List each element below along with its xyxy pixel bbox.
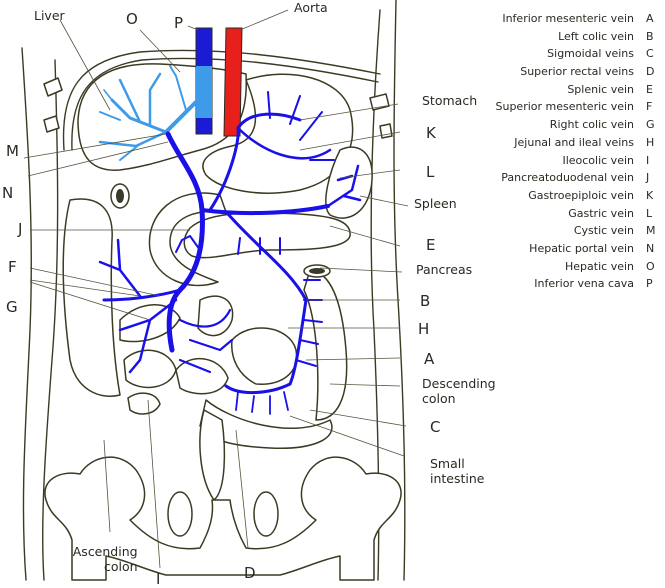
- letter-label-A: A: [424, 350, 435, 368]
- legend-letter-key: D: [646, 65, 655, 79]
- label-ascending-colon: Ascending colon: [72, 544, 138, 574]
- legend: Inferior mesenteric vein A Left colic vein…: [476, 12, 662, 295]
- pelvis: [44, 456, 402, 581]
- legend-vein-name: Ileocolic vein: [562, 153, 634, 167]
- letter-label-N: N: [2, 184, 14, 202]
- label-aorta: Aorta: [294, 0, 328, 15]
- aorta: [223, 27, 243, 137]
- label-liver: Liver: [34, 8, 65, 23]
- letter-label-C: C: [430, 418, 441, 436]
- letter-label-G: G: [6, 298, 18, 316]
- letter-label-O: O: [126, 10, 138, 28]
- label-small-intestine-line2: intestine: [430, 471, 485, 486]
- legend-letter-key: M: [646, 224, 656, 238]
- diaphragm-inner: [71, 57, 379, 151]
- legend-vein-name: Hepatic vein: [565, 259, 634, 273]
- legend-vein-name: Hepatic portal vein: [529, 241, 634, 255]
- legend-row: Superior mesenteric vein F: [476, 100, 662, 118]
- legend-vein-name: Pancreatoduodenal vein: [501, 171, 634, 185]
- letter-label-J: J: [18, 220, 23, 238]
- legend-row: Splenic vein E: [476, 83, 662, 101]
- legend-letter-key: F: [646, 100, 653, 114]
- descending-colon: [303, 269, 348, 421]
- legend-row: Sigmoidal veins C: [476, 47, 662, 65]
- legend-vein-name: Jejunal and ileal veins: [514, 135, 634, 149]
- label-pancreas: Pancreas: [416, 262, 473, 277]
- label-ascending-colon-line1: Ascending: [72, 544, 138, 559]
- legend-vein-name: Gastroepiploic vein: [528, 188, 634, 202]
- legend-row: Inferior mesenteric vein A: [476, 12, 662, 30]
- legend-vein-name: Right colic vein: [549, 118, 634, 132]
- letter-label-P: P: [174, 14, 184, 32]
- legend-row: Pancreatoduodenal vein J: [476, 171, 662, 189]
- ribs: [43, 77, 393, 139]
- ascending-colon: [62, 198, 121, 397]
- legend-row: Ileocolic vein I: [476, 154, 662, 172]
- legend-letter-key: J: [646, 171, 650, 185]
- letter-label-F: F: [8, 258, 17, 276]
- legend-vein-name: Cystic vein: [573, 224, 634, 238]
- legend-row: Superior rectal veins D: [476, 65, 662, 83]
- portal-veins: [98, 91, 362, 415]
- legend-letter-key: N: [646, 241, 655, 255]
- letter-label-B: B: [420, 292, 431, 310]
- label-stomach: Stomach: [422, 93, 478, 108]
- legend-row: Hepatic vein O: [476, 260, 662, 278]
- legend-letter-key: C: [646, 47, 654, 61]
- letter-label-I: I: [156, 570, 161, 588]
- legend-vein-name: Splenic vein: [567, 82, 634, 96]
- label-spleen: Spleen: [414, 196, 457, 211]
- legend-vein-name: Superior rectal veins: [520, 65, 634, 79]
- legend-row: Right colic vein G: [476, 118, 662, 136]
- letter-label-E: E: [426, 236, 436, 254]
- legend-vein-name: Inferior mesenteric vein: [502, 12, 634, 25]
- legend-letter-key: B: [646, 29, 654, 43]
- label-ascending-colon-line2: colon: [104, 559, 138, 574]
- legend-vein-name: Inferior vena cava: [534, 277, 634, 291]
- legend-vein-name: Gastric vein: [568, 206, 634, 220]
- rectum: [199, 409, 226, 501]
- legend-vein-name: Superior mesenteric vein: [495, 100, 635, 114]
- legend-letter-key: L: [646, 206, 653, 220]
- legend-letter-key: K: [646, 188, 654, 202]
- label-descending-colon: Descending colon: [422, 376, 496, 406]
- legend-vein-name: Sigmoidal veins: [547, 47, 634, 61]
- legend-letter-key: A: [646, 12, 654, 25]
- legend-row: Gastric vein L: [476, 207, 662, 225]
- label-small-intestine-line1: Small: [430, 456, 465, 471]
- legend-letter-key: E: [646, 82, 653, 96]
- inferior-vena-cava-liver-segment: [196, 66, 212, 118]
- body-outline-left-inner: [42, 59, 59, 581]
- label-descending-colon-line2: colon: [422, 391, 456, 406]
- legend-row: Inferior vena cava P: [476, 277, 662, 295]
- legend-row: Left colic vein B: [476, 30, 662, 48]
- label-small-intestine: Small intestine: [430, 456, 485, 486]
- legend-row: Hepatic portal vein N: [476, 242, 662, 260]
- diaphragm: [62, 49, 381, 151]
- body-outline-left: [21, 47, 32, 581]
- legend-letter-key: P: [646, 277, 653, 291]
- duodenum: [148, 192, 227, 287]
- legend-row: Gastroepiploic vein K: [476, 189, 662, 207]
- letter-label-M: M: [6, 142, 19, 160]
- legend-letter-key: G: [646, 118, 655, 132]
- legend-row: Cystic vein M: [476, 224, 662, 242]
- leader-lines: [23, 9, 409, 569]
- letter-label-H: H: [418, 320, 430, 338]
- legend-row: Jejunal and ileal veins H: [476, 136, 662, 154]
- label-descending-colon-line1: Descending: [422, 376, 496, 391]
- letter-label-D: D: [244, 564, 256, 582]
- legend-vein-name: Left colic vein: [558, 29, 634, 43]
- pancreas: [183, 212, 351, 259]
- letter-label-K: K: [426, 124, 436, 142]
- letter-label-L: L: [426, 163, 435, 181]
- legend-letter-key: O: [646, 259, 655, 273]
- legend-letter-key: H: [646, 135, 655, 149]
- legend-letter-key: I: [646, 153, 650, 167]
